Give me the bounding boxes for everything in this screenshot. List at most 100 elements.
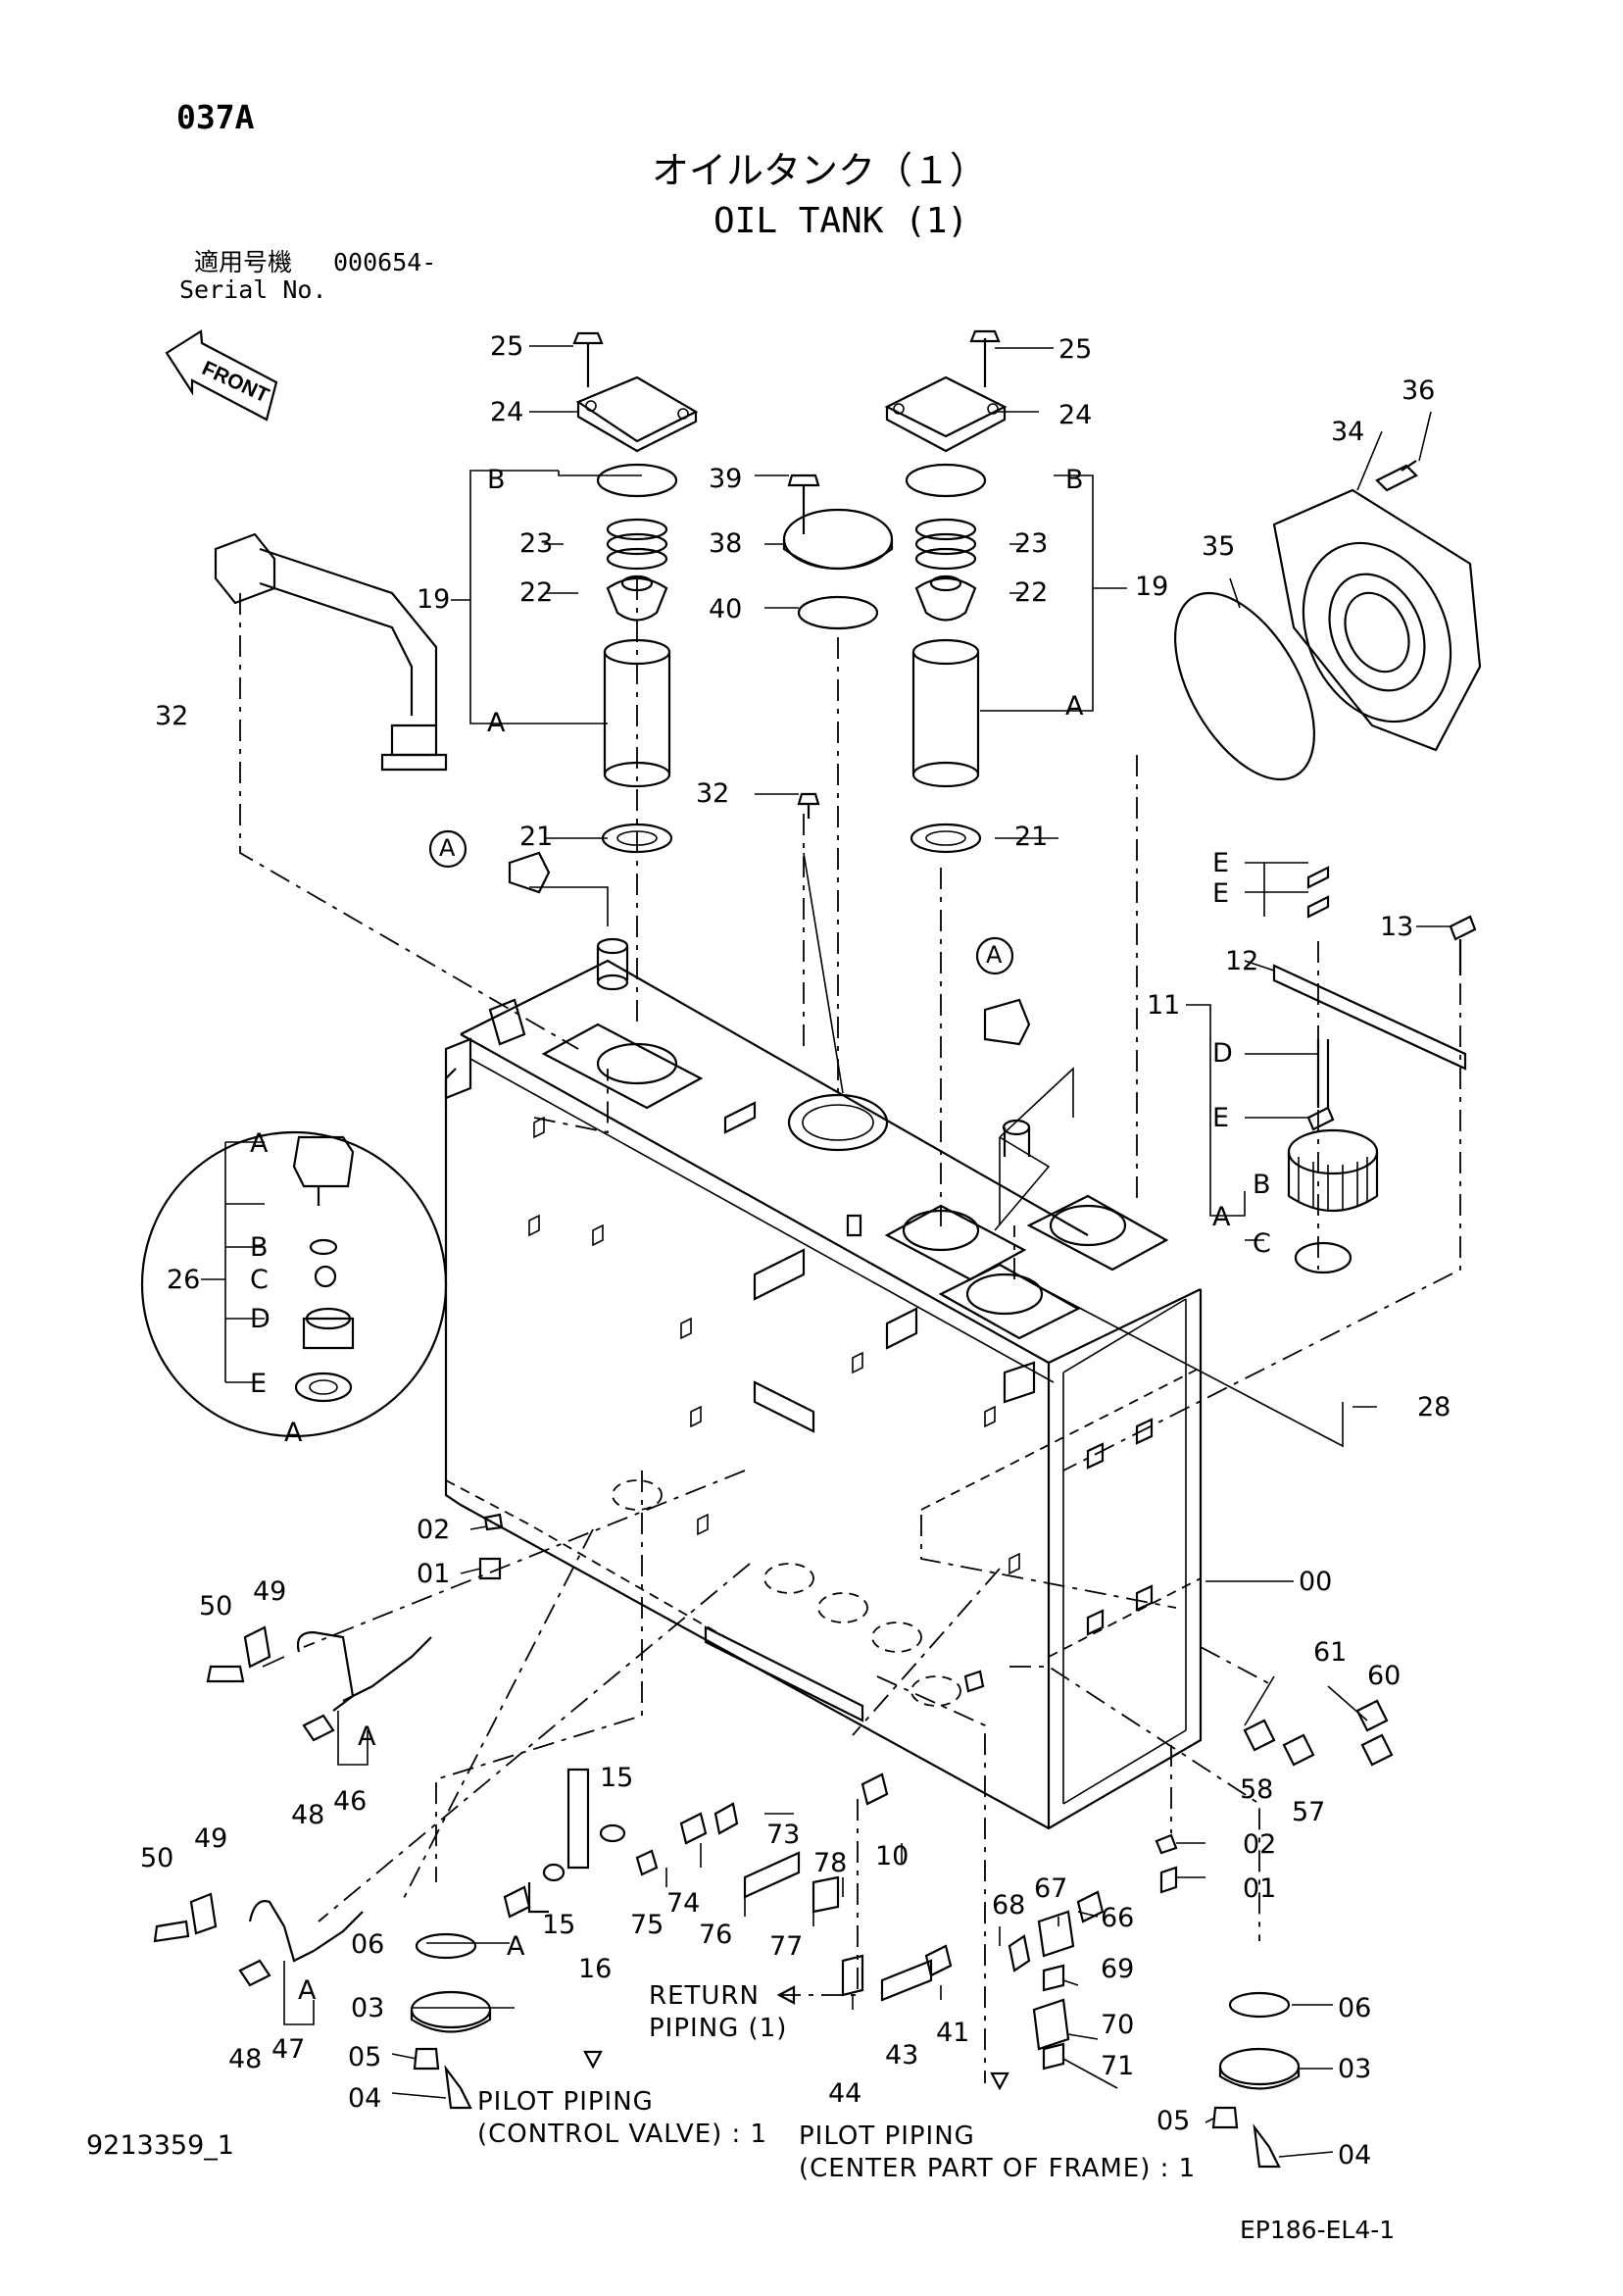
- part-label-05-right: 05: [1156, 2106, 1191, 2136]
- detail-label-b: B: [250, 1232, 269, 1263]
- part-label-23-left: 23: [519, 528, 554, 559]
- document-number: 9213359_1: [86, 2130, 234, 2161]
- part-label-01-right: 01: [1243, 1873, 1277, 1904]
- return-pipe: [214, 532, 448, 772]
- serial-label-japanese: 適用号機: [194, 248, 293, 276]
- title-english: OIL TANK (1): [713, 201, 969, 241]
- part-label-a-element: A: [1212, 1202, 1231, 1232]
- part-label-03-left: 03: [351, 1993, 385, 2023]
- part-label-22-right: 22: [1014, 577, 1049, 608]
- page-code: 037A: [176, 98, 255, 136]
- part-label-68: 68: [992, 1890, 1026, 1921]
- part-label-04-left: 04: [348, 2083, 382, 2114]
- centerline-leaders: [239, 578, 1461, 2083]
- part-label-23-right: 23: [1014, 528, 1049, 559]
- part-label-04-right: 04: [1338, 2140, 1372, 2171]
- part-label-32-pipe: 32: [155, 701, 189, 731]
- drain-valve-right: [1211, 1991, 1301, 2169]
- part-label-69: 69: [1101, 1954, 1135, 1984]
- part-label-71: 71: [1101, 2051, 1135, 2081]
- part-label-36: 36: [1402, 375, 1436, 406]
- part-label-11: 11: [1147, 990, 1181, 1021]
- part-label-66: 66: [1101, 1903, 1135, 1933]
- part-label-13: 13: [1380, 912, 1414, 942]
- part-label-50-upper: 50: [199, 1591, 233, 1622]
- detail-marker-a-left: A: [439, 834, 456, 862]
- part-label-02-right: 02: [1243, 1829, 1277, 1860]
- part-label-e-3: E: [1212, 1103, 1230, 1133]
- front-direction-arrow: FRONT: [165, 329, 278, 422]
- detail-view-26: [140, 1130, 448, 1438]
- part-label-21-left: 21: [519, 822, 554, 852]
- reference-code: EP186-EL4-1: [1240, 2216, 1396, 2244]
- part-label-15-upper: 15: [600, 1763, 634, 1793]
- part-label-67: 67: [1034, 1873, 1068, 1904]
- part-label-44: 44: [828, 2078, 862, 2109]
- part-label-35: 35: [1202, 531, 1236, 562]
- part-label-26: 26: [167, 1265, 201, 1295]
- part-label-40: 40: [709, 594, 743, 624]
- part-label-38: 38: [709, 528, 743, 559]
- part-label-73: 73: [766, 1820, 801, 1850]
- part-label-48-lower: 48: [228, 2044, 263, 2074]
- title-japanese: オイルタンク（１）: [652, 149, 988, 192]
- pilot-piping-control-valve-note: PILOT PIPING (CONTROL VALVE) : 1: [477, 2087, 768, 2149]
- part-label-12: 12: [1225, 946, 1259, 976]
- part-label-34: 34: [1331, 417, 1365, 447]
- part-label-60: 60: [1367, 1661, 1402, 1691]
- return-piping-note: RETURN PIPING (1): [649, 1981, 788, 2043]
- fittings-cluster: [478, 1513, 1394, 2071]
- part-label-06-right: 06: [1338, 1993, 1372, 2023]
- part-label-50-lower: 50: [140, 1843, 174, 1873]
- part-label-61: 61: [1313, 1637, 1348, 1668]
- serial-label-english: Serial No.: [179, 275, 327, 304]
- part-label-02-left: 02: [417, 1515, 451, 1545]
- part-label-a-46: A: [358, 1722, 376, 1752]
- label-leaders: [211, 345, 1451, 2158]
- part-label-e-2: E: [1212, 878, 1230, 909]
- part-label-24-right: 24: [1058, 400, 1093, 430]
- detail-label-d: D: [250, 1304, 270, 1334]
- part-label-b-right: B: [1065, 465, 1084, 495]
- part-label-49-upper: 49: [253, 1576, 287, 1607]
- part-label-a-left: A: [487, 708, 506, 738]
- part-label-25-right: 25: [1058, 334, 1093, 365]
- detail-caption-a: A: [284, 1418, 303, 1448]
- sensor-harness-46: [206, 1625, 432, 1766]
- part-label-70: 70: [1101, 2010, 1135, 2040]
- filter-assembly-right: [884, 329, 1008, 854]
- part-label-a-16: A: [507, 1931, 525, 1962]
- part-label-a-47: A: [298, 1975, 317, 2006]
- part-label-43: 43: [885, 2040, 919, 2071]
- part-label-06-left: 06: [351, 1929, 385, 1960]
- part-label-15-lower: 15: [542, 1910, 576, 1940]
- detail-marker-a-right: A: [986, 941, 1003, 969]
- sensor-harness-47: [153, 1892, 364, 2025]
- part-label-58: 58: [1240, 1774, 1274, 1805]
- serial-value: 000654-: [333, 248, 437, 276]
- front-arrow-label: FRONT: [199, 357, 272, 407]
- part-label-75: 75: [630, 1910, 664, 1940]
- center-cover-assembly: [782, 474, 894, 819]
- part-label-28: 28: [1417, 1392, 1451, 1423]
- oil-tank-body: [444, 937, 1203, 1830]
- side-cover-assembly: [1174, 460, 1482, 781]
- part-label-b-element: B: [1253, 1170, 1271, 1200]
- part-label-39: 39: [709, 464, 743, 494]
- part-label-e-1: E: [1212, 848, 1230, 878]
- part-label-05-left: 05: [348, 2042, 382, 2072]
- detail-a-markers: [428, 829, 1031, 1046]
- part-label-74: 74: [666, 1888, 701, 1919]
- detail-label-e: E: [250, 1369, 268, 1399]
- filter-element-11-set: [1272, 866, 1477, 1274]
- part-label-47: 47: [271, 2034, 306, 2065]
- part-label-46: 46: [333, 1786, 368, 1817]
- detail-label-a: A: [250, 1128, 269, 1159]
- part-label-48-upper: 48: [291, 1800, 325, 1830]
- part-label-57: 57: [1292, 1797, 1326, 1827]
- part-label-c-element: C: [1253, 1228, 1271, 1259]
- part-label-a-right: A: [1065, 691, 1084, 722]
- drain-valve-left: [410, 1932, 492, 2110]
- part-label-22-left: 22: [519, 577, 554, 608]
